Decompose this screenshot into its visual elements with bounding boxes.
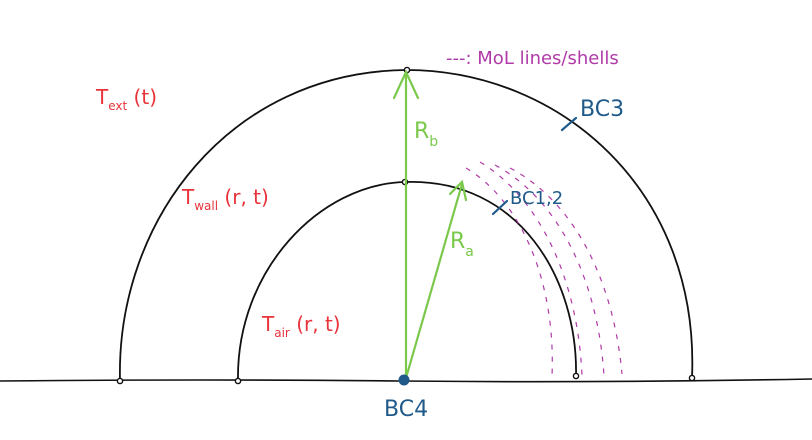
bc12-label: BC1,2 xyxy=(510,188,563,209)
r-a-label: Ra xyxy=(450,229,474,260)
t-air-label: Tair (r, t) xyxy=(261,312,341,340)
mol-shell-3 xyxy=(494,164,605,377)
ra-arrow-line xyxy=(404,182,464,380)
mol-shell-1 xyxy=(465,167,553,377)
arrowhead-icon xyxy=(392,69,420,100)
bc4-label: BC4 xyxy=(384,397,428,422)
mol-shell-4 xyxy=(509,167,623,375)
mol-shell-2 xyxy=(479,161,583,377)
bc3-label: BC3 xyxy=(580,97,624,122)
bc3-tick xyxy=(560,116,578,132)
marker-inner-right xyxy=(572,372,580,380)
t-wall-label: Twall (r, t) xyxy=(181,185,269,213)
bc-ticks xyxy=(491,116,578,216)
t-ext-label: Text (t) xyxy=(95,85,157,113)
marker-inner-left xyxy=(234,377,242,385)
marker-outer-right xyxy=(688,374,696,382)
bc12-tick xyxy=(491,199,509,216)
legend-label: ---: MoL lines/shells xyxy=(446,48,619,69)
arrowhead-icon xyxy=(448,179,468,202)
radius-arrows xyxy=(392,69,468,380)
marker-outer-left xyxy=(116,377,124,385)
r-b-label: Rb xyxy=(414,119,438,150)
filled-dot-icon xyxy=(398,374,410,386)
mol-shells xyxy=(465,161,623,377)
